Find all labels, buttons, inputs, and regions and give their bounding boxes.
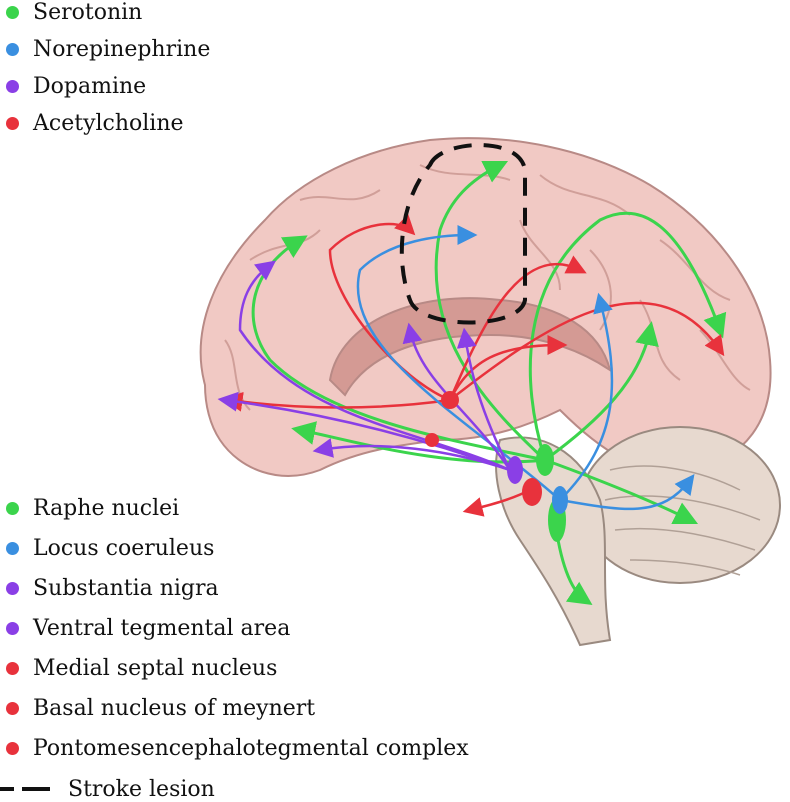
cerebellum-folia <box>604 465 761 576</box>
medial-septal-marker <box>441 391 459 409</box>
neurotransmitter-legend: Serotonin Norepinephrine Dopamine Acetyl… <box>0 0 210 142</box>
corpus-callosum <box>328 297 612 397</box>
legend-label: Raphe nuclei <box>33 495 180 521</box>
legend-label: Pontomesencephalotegmental complex <box>33 735 469 761</box>
medial-septal-nucleus-dot <box>6 661 19 675</box>
dash-icon <box>0 787 14 791</box>
pontomesencephalotegmental-complex-dot <box>6 741 19 755</box>
serotonin-dot <box>6 6 19 19</box>
legend-item-acetylcholine: Acetylcholine <box>0 105 210 142</box>
legend-label: Norepinephrine <box>33 37 211 62</box>
pontomesencephalotegmental-marker <box>522 478 542 506</box>
substantia-nigra-dot <box>6 581 19 595</box>
legend-item-locus-coeruleus: Locus coeruleus <box>0 528 469 568</box>
stroke-lesion-outline <box>399 143 527 325</box>
nuclei-legend: Raphe nuclei Locus coeruleus Substantia … <box>0 488 469 768</box>
legend-label: Basal nucleus of meynert <box>33 695 316 721</box>
basal-nucleus-of-meynert-dot <box>6 701 19 715</box>
basal-meynert-marker <box>425 433 439 447</box>
acetylcholine-pathways <box>222 214 725 517</box>
legend-item-substantia-nigra: Substantia nigra <box>0 568 469 608</box>
legend-label: Medial septal nucleus <box>33 655 278 681</box>
legend-item-raphe-nuclei: Raphe nuclei <box>0 488 469 528</box>
legend-item-medial-septal-nucleus: Medial septal nucleus <box>0 648 469 688</box>
legend-label: Substantia nigra <box>33 575 219 601</box>
legend-label: Serotonin <box>33 0 143 25</box>
legend-item-basal-nucleus-of-meynert: Basal nucleus of meynert <box>0 688 469 728</box>
ventral-tegmental-area-dot <box>6 621 19 635</box>
locus-coeruleus-marker <box>552 486 568 514</box>
cerebellum <box>579 426 781 584</box>
legend-label: Acetylcholine <box>33 111 184 136</box>
legend-label: Locus coeruleus <box>33 535 215 561</box>
raphe-nuclei-dot <box>6 501 19 515</box>
norepinephrine-dot <box>6 43 19 56</box>
dopamine-dot <box>6 80 19 93</box>
dash-icon <box>22 787 50 791</box>
acetylcholine-dot <box>6 117 19 130</box>
legend-label: Ventral tegmental area <box>33 615 291 641</box>
legend-item-serotonin: Serotonin <box>0 0 210 31</box>
legend-item-dopamine: Dopamine <box>0 68 210 105</box>
raphe-nucleus-marker <box>536 444 554 476</box>
substantia-nigra-marker <box>507 456 523 484</box>
stroke-lesion-legend: Stroke lesion <box>0 776 215 802</box>
legend-item-norepinephrine: Norepinephrine <box>0 31 210 68</box>
legend-item-pontomesencephalotegmental-complex: Pontomesencephalotegmental complex <box>0 728 469 768</box>
locus-coeruleus-dot <box>6 541 19 555</box>
legend-item-ventral-tegmental-area: Ventral tegmental area <box>0 608 469 648</box>
legend-label: Dopamine <box>33 74 147 99</box>
stroke-lesion-label: Stroke lesion <box>68 776 215 802</box>
